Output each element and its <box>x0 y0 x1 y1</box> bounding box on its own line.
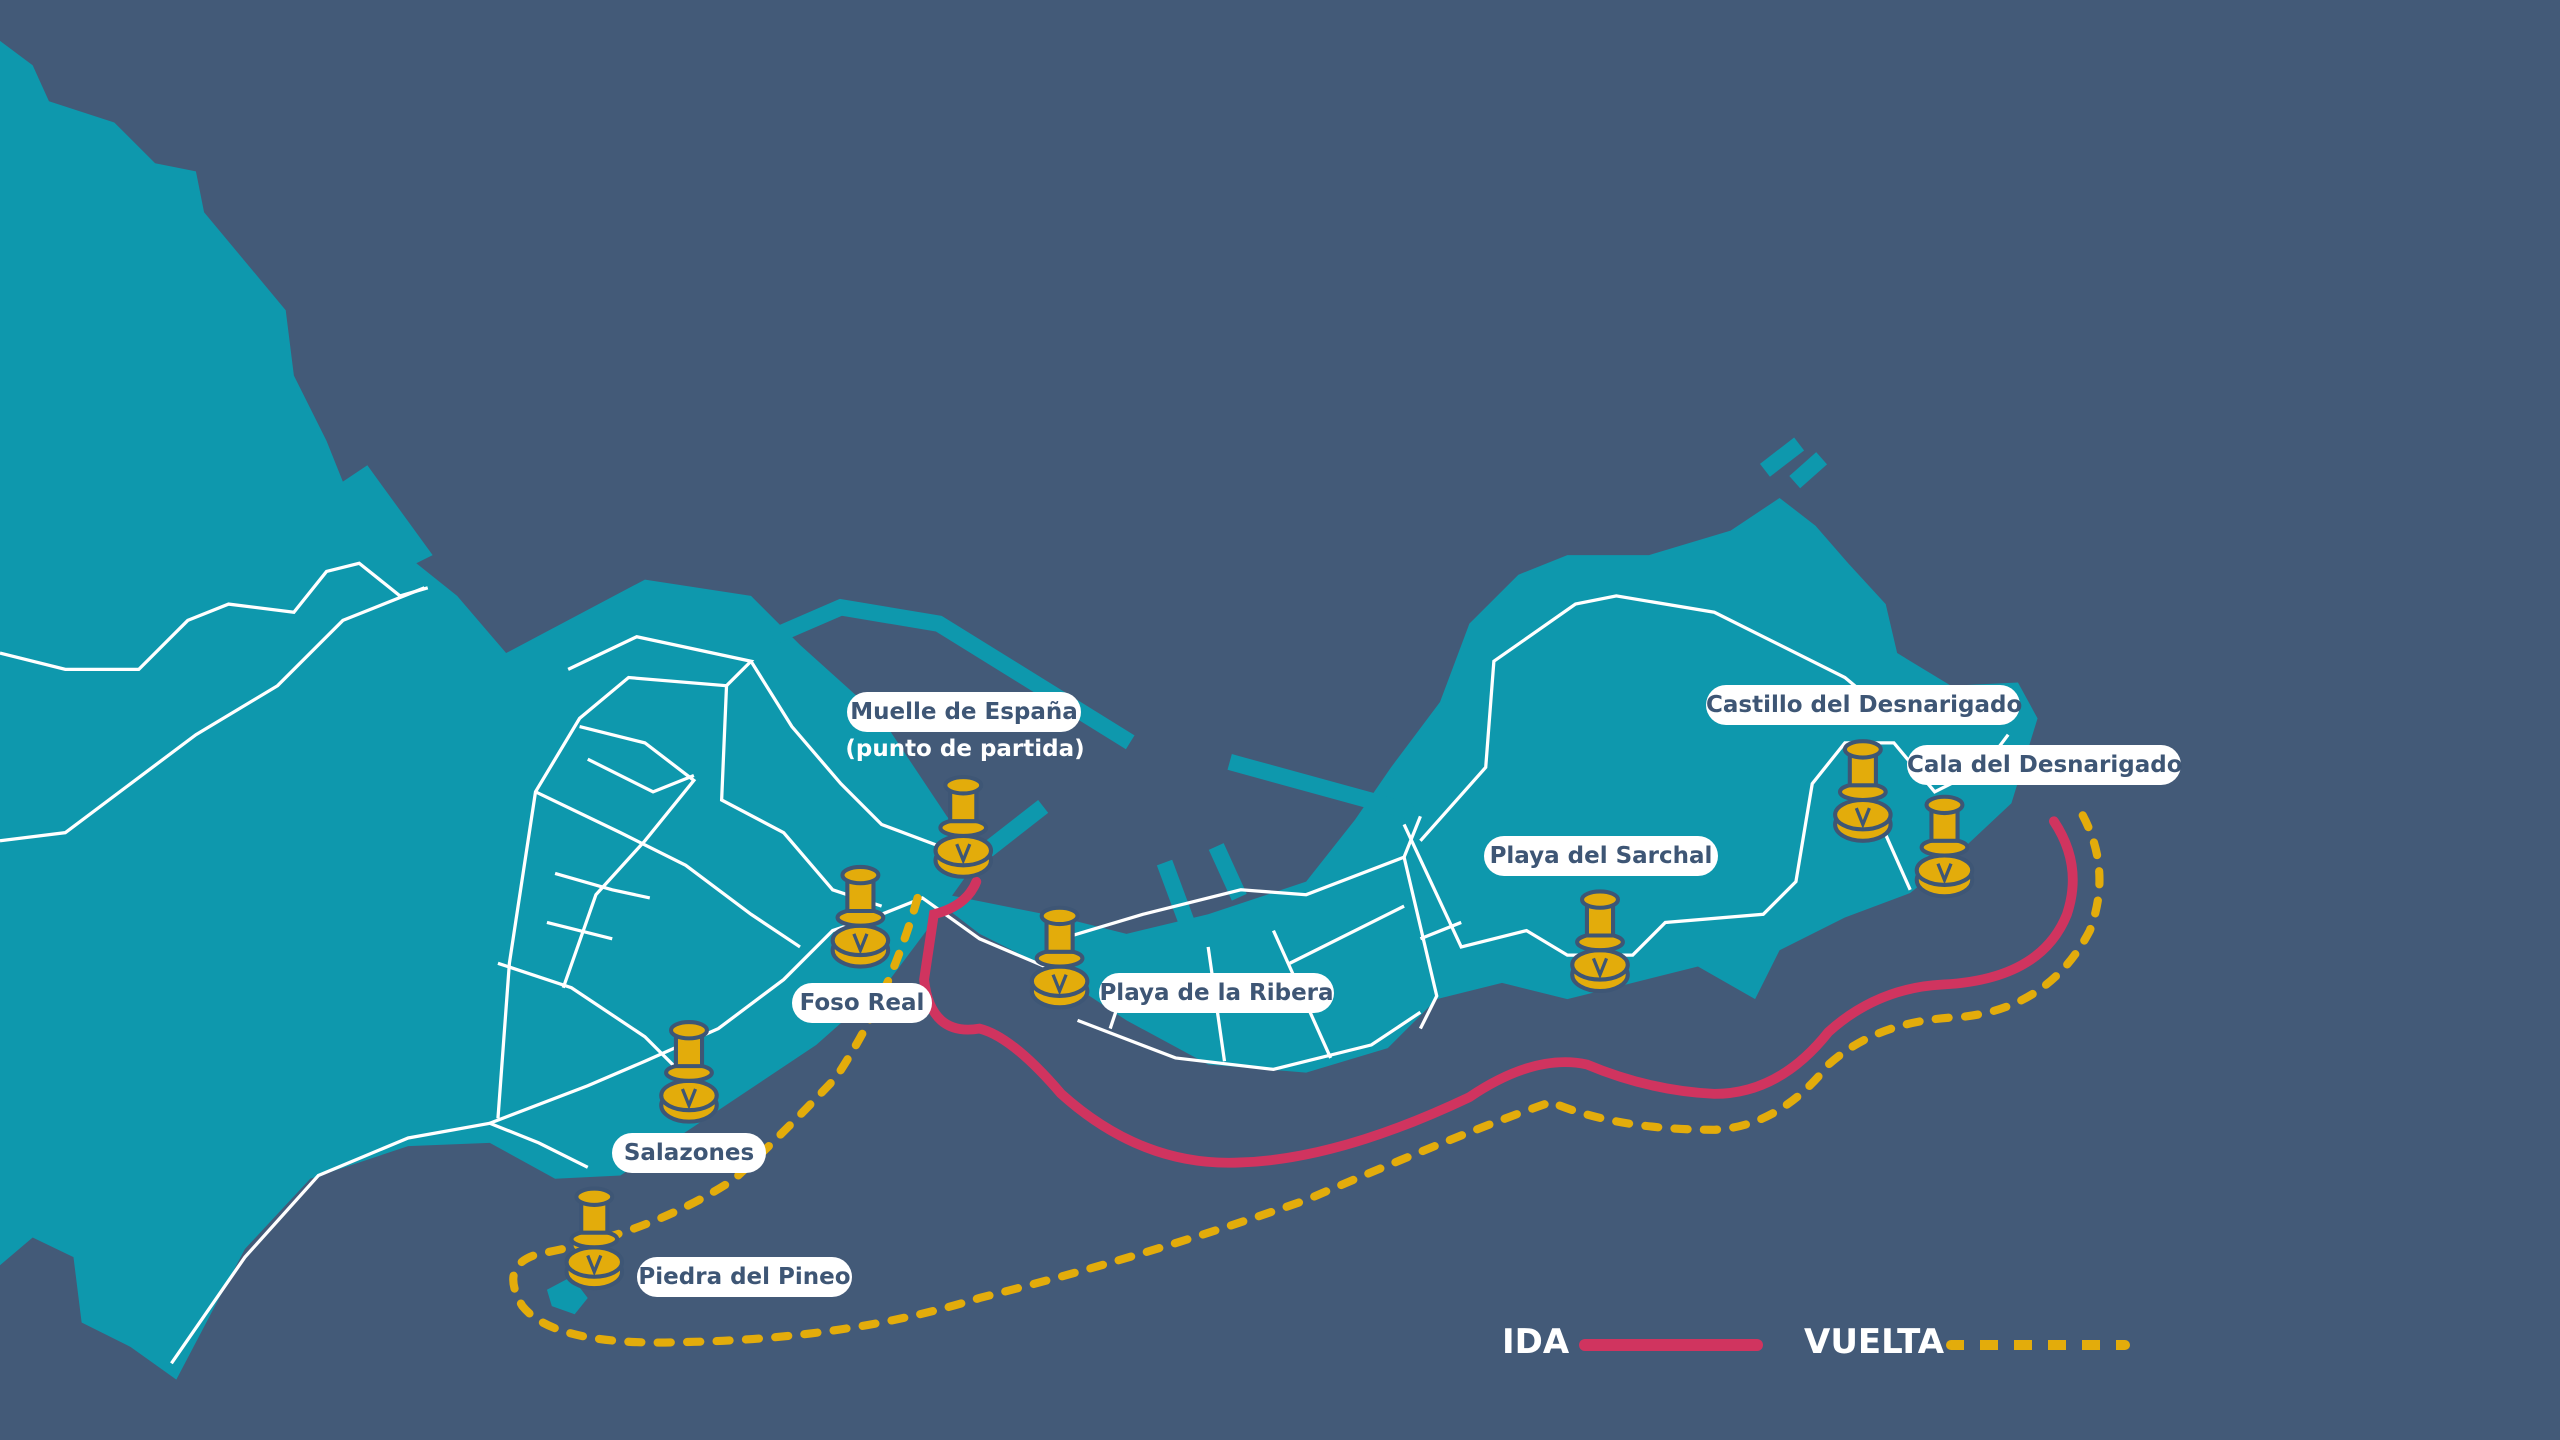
stop-label-muelle-espana[interactable]: Muelle de España <box>847 692 1081 732</box>
stop-label-playa-ribera[interactable]: Playa de la Ribera <box>1099 973 1334 1013</box>
legend-ida-line <box>1579 1339 1763 1351</box>
route-vuelta <box>509 800 2104 1347</box>
legend-vuelta-label: VUELTA <box>1804 1322 1945 1362</box>
stop-label-salazones[interactable]: Salazones <box>612 1133 766 1173</box>
east-peninsula <box>922 497 2038 1073</box>
stop-note-starting-point: (punto de partida) <box>845 736 1085 762</box>
legend-ida-label: IDA <box>1502 1322 1570 1362</box>
stop-label-playa-sarchal[interactable]: Playa del Sarchal <box>1484 836 1718 876</box>
breakwaters <box>769 437 1828 925</box>
legend-vuelta-line <box>1946 1340 2130 1350</box>
route-ida <box>919 816 2078 1168</box>
land <box>0 40 2038 1380</box>
stop-label-piedra-pineo[interactable]: Piedra del Pineo <box>637 1257 852 1297</box>
stop-label-foso-real[interactable]: Foso Real <box>792 983 932 1023</box>
mainland <box>0 40 980 1380</box>
map-pin-icon[interactable] <box>936 777 992 877</box>
stop-label-castillo-desnarigado[interactable]: Castillo del Desnarigado <box>1706 685 2022 725</box>
map-pin-icon[interactable] <box>567 1189 623 1289</box>
stop-label-cala-desnarigado[interactable]: Cala del Desnarigado <box>1907 745 2183 785</box>
